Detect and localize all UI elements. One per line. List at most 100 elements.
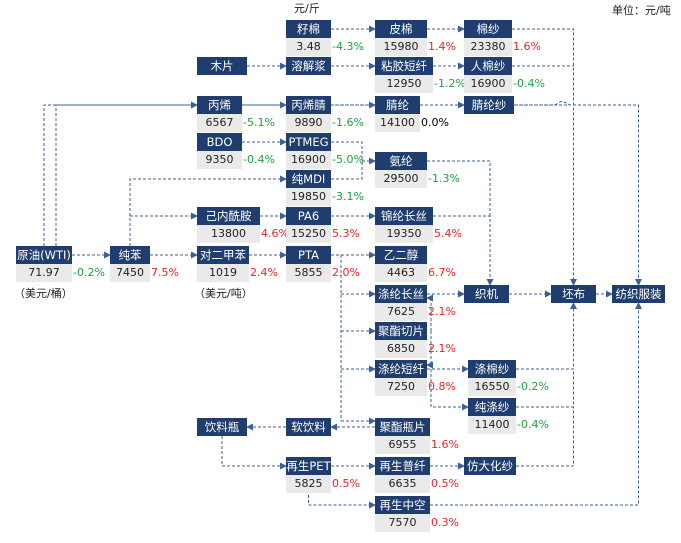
- propylene-node: 丙烯: [197, 96, 242, 114]
- spandex-value: 29500: [375, 170, 427, 188]
- crude-oil-change: -0.2%: [73, 266, 105, 279]
- bottle-chip-node: 聚酯瓶片: [375, 418, 430, 436]
- pure-polyester-yarn-node: 纯涤纱: [468, 398, 516, 416]
- rayon-yarn-node: 人棉纱: [464, 57, 512, 75]
- polyester-chip-node: 聚酯切片: [375, 322, 427, 340]
- recycled-pet-value: 5825: [286, 475, 331, 493]
- recycled-hollow-node: 再生中空: [375, 496, 430, 514]
- wire-benzene-mdi: [129, 175, 287, 246]
- recycled-staple-change: 0.5%: [431, 477, 459, 490]
- rayon-yarn-change: -0.4%: [513, 77, 545, 90]
- bottle-chip-change: 1.6%: [431, 438, 459, 451]
- propylene-value: 6567: [197, 114, 242, 132]
- acrylonitrile-node: 丙烯腈: [286, 96, 331, 114]
- wire-chip-filament: [426, 294, 433, 331]
- pa6-node: PA6: [286, 207, 331, 225]
- crude-oil-node: 原油(WTI): [16, 246, 72, 264]
- dissolving-pulp-node: 溶解浆: [286, 57, 331, 75]
- tc-yarn-node: 涤棉纱: [468, 360, 516, 378]
- pure-polyester-yarn-change: -0.4%: [517, 418, 549, 431]
- rayon-yarn-value: 16900: [464, 75, 512, 93]
- ptmeg-value: 16900: [286, 151, 331, 169]
- acrylic-fiber-change: 0.0%: [421, 116, 449, 129]
- cotton-lint-value: 15980: [375, 38, 427, 56]
- unit-px-label: （美元/吨）: [194, 287, 253, 300]
- grey-cloth-node: 坯布: [551, 285, 596, 303]
- acrylonitrile-change: -1.6%: [332, 116, 364, 129]
- seed-cotton-node: 籽棉: [286, 20, 331, 38]
- caprolactam-value: 13800: [197, 225, 260, 243]
- acrylic-yarn-node: 腈纶纱: [464, 96, 514, 114]
- viscose-staple-node: 粘胶短纤: [375, 57, 433, 75]
- seed-cotton-value: 3.48: [286, 38, 331, 56]
- wire-hollow-apparel: [430, 302, 642, 506]
- wire-staple-pure: [430, 369, 469, 411]
- pa6-change: 5.3%: [332, 227, 360, 240]
- px-value: 1019: [197, 264, 249, 282]
- wire-crude-propylene: [43, 101, 198, 246]
- acrylonitrile-value: 9890: [286, 114, 331, 132]
- viscose-staple-value: 12950: [375, 75, 433, 93]
- acrylic-fiber-node: 腈纶: [375, 96, 420, 114]
- benzene-value: 7450: [110, 264, 150, 282]
- cotton-lint-node: 皮棉: [375, 20, 427, 38]
- recycled-pet-node: 再生PET: [286, 457, 331, 475]
- textile-apparel-node: 纺织服装: [612, 285, 665, 303]
- polyester-filament-change: 2.1%: [428, 305, 456, 318]
- beverage-bottle-node: 饮料瓶: [197, 418, 247, 436]
- wire-ptmeg-spandex: [331, 141, 376, 165]
- polyester-staple-value: 7250: [375, 378, 427, 396]
- pure-mdi-node: 纯MDI: [286, 170, 331, 188]
- meg-node: 乙二醇: [375, 246, 427, 264]
- loom-node: 织机: [464, 285, 509, 303]
- wire-spandex-loom: [427, 160, 491, 216]
- wood-chip-node: 木片: [197, 57, 247, 75]
- acrylic-fiber-value: 14100: [375, 114, 420, 132]
- polyester-filament-node: 涤纶长丝: [375, 285, 427, 303]
- polyester-chip-change: 2.1%: [428, 342, 456, 355]
- bottle-chip-value: 6955: [375, 436, 430, 454]
- bdo-change: -0.4%: [243, 153, 275, 166]
- wire-imit-grey: [516, 407, 574, 467]
- caprolactam-node: 己内酰胺: [197, 207, 260, 225]
- nylon-filament-change: 5.4%: [434, 227, 462, 240]
- polyester-staple-node: 涤纶短纤: [375, 360, 427, 378]
- pta-value: 5855: [286, 264, 331, 282]
- recycled-hollow-change: 0.3%: [431, 516, 459, 529]
- polyester-staple-change: 0.8%: [428, 380, 456, 393]
- pta-change: 2.0%: [332, 266, 360, 279]
- crude-oil-value: 71.97: [16, 264, 72, 282]
- soft-drink-node: 软饮料: [286, 418, 331, 436]
- seed-cotton-change: -4.3%: [332, 40, 364, 53]
- caprolactam-change: 4.6%: [261, 227, 289, 240]
- imitation-cotton-node: 仿大化纱: [464, 457, 516, 475]
- wire-bottle-rpet: [221, 436, 287, 470]
- wire-crude-bus: [55, 100, 642, 286]
- ptmeg-change: -5.0%: [332, 153, 364, 166]
- recycled-staple-value: 6635: [375, 475, 430, 493]
- wire-chip-staple: [426, 331, 433, 369]
- px-change: 2.4%: [250, 266, 278, 279]
- ptmeg-node: PTMEG: [286, 133, 331, 151]
- cotton-yarn-node: 棉纱: [464, 20, 512, 38]
- unit-top-label: 元/斤: [294, 2, 320, 15]
- pta-node: PTA: [286, 246, 331, 264]
- pure-mdi-value: 19850: [286, 188, 331, 206]
- nylon-filament-node: 锦纶长丝: [375, 207, 433, 225]
- wire-tc-grey: [516, 302, 577, 370]
- pure-polyester-yarn-value: 11400: [468, 416, 516, 434]
- spandex-change: -1.3%: [428, 172, 460, 185]
- tc-yarn-change: -0.2%: [517, 380, 549, 393]
- cotton-lint-change: 1.4%: [428, 40, 456, 53]
- cotton-yarn-change: 1.6%: [513, 40, 541, 53]
- benzene-change: 7.5%: [151, 266, 179, 279]
- pure-mdi-change: -3.1%: [332, 190, 364, 203]
- recycled-staple-node: 再生普纤: [375, 457, 430, 475]
- pa6-value: 15250: [286, 225, 331, 243]
- recycled-hollow-value: 7570: [375, 514, 430, 532]
- bdo-value: 9350: [197, 151, 242, 169]
- nylon-filament-value: 19350: [375, 225, 433, 243]
- viscose-staple-change: -1.2%: [434, 77, 466, 90]
